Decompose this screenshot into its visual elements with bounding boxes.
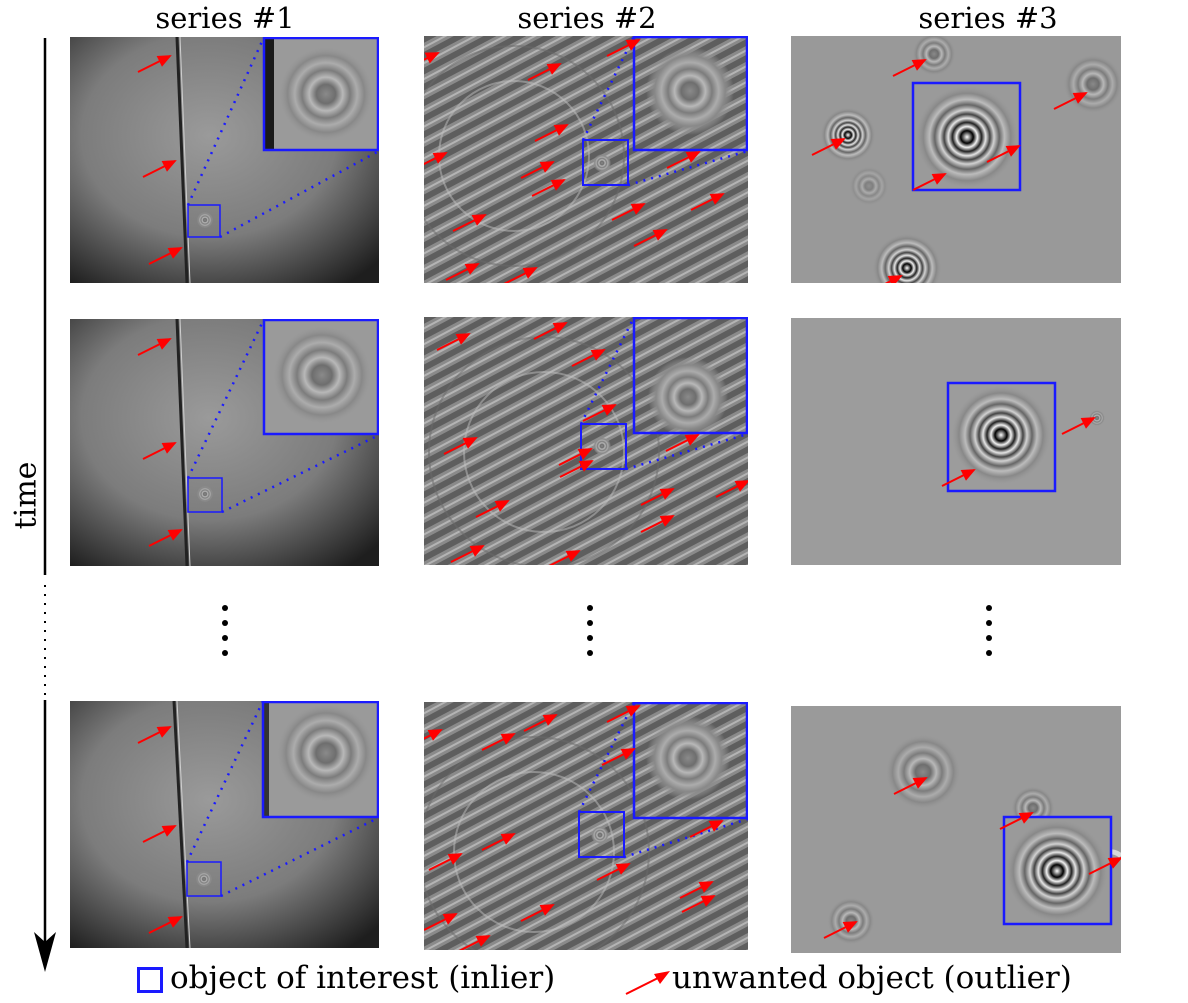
- column-title-series-1: series #1: [155, 1, 295, 35]
- legend-outlier-arrow-icon: [625, 971, 670, 995]
- legend-inlier-label: object of interest (inlier): [170, 960, 556, 996]
- time-axis: [34, 38, 56, 972]
- panel-series-1-frame-2: [70, 319, 379, 566]
- ellipsis-series-2: [587, 605, 593, 656]
- panel-series-2-frame-n: [424, 702, 748, 950]
- ellipsis-series-1: [222, 605, 228, 656]
- column-title-series-3: series #3: [918, 1, 1058, 35]
- ellipsis-series-3: [986, 605, 992, 656]
- legend-outlier-label: unwanted object (outlier): [672, 960, 1072, 996]
- column-title-series-2: series #2: [517, 1, 657, 35]
- time-axis-label: time: [8, 461, 44, 529]
- panel-series-3-frame-1: [791, 36, 1121, 283]
- panel-series-2-frame-1: [424, 36, 748, 283]
- panel-series-3-frame-n: [791, 706, 1121, 953]
- legend-inlier-box-icon: [137, 967, 163, 993]
- panel-series-1-frame-n: [70, 701, 379, 948]
- panel-series-3-frame-2: [791, 318, 1121, 565]
- panel-series-2-frame-2: [424, 317, 748, 565]
- panel-series-1-frame-1: [70, 37, 379, 283]
